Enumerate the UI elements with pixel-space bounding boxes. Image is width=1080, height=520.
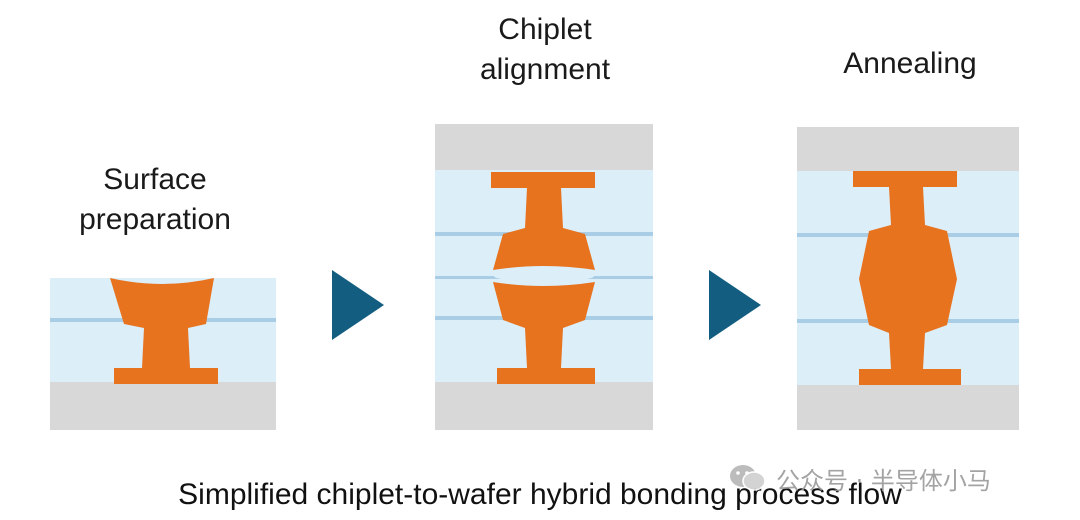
surface-preparation-diagram [50,278,276,430]
wechat-icon [730,465,766,491]
copper-pad-bottom [493,282,595,384]
annealing-diagram [797,127,1019,430]
copper-pad [110,278,218,384]
watermark: 公众号 · 半导体小马 [728,460,1058,496]
stage-label-annealing: Annealing [843,47,977,80]
triangle-right-icon [332,270,384,340]
top-substrate-layer [435,124,653,170]
watermark-text: 公众号 · 半导体小马 [776,466,991,495]
bottom-substrate-layer [435,382,653,430]
bonding-gap [494,270,594,282]
copper-pad-merged [853,171,961,385]
figure-caption: Simplified chiplet-to-wafer hybrid bondi… [178,478,902,511]
substrate-layer [50,382,276,430]
stage-label-surface-preparation: Surface preparation [79,163,231,236]
copper-pad-top [491,172,595,270]
stage-label-chiplet-alignment: Chiplet alignment [479,13,611,86]
chiplet-alignment-diagram [435,124,653,430]
triangle-right-icon [709,270,761,340]
top-substrate-layer [797,127,1019,171]
bottom-substrate-layer [797,385,1019,430]
